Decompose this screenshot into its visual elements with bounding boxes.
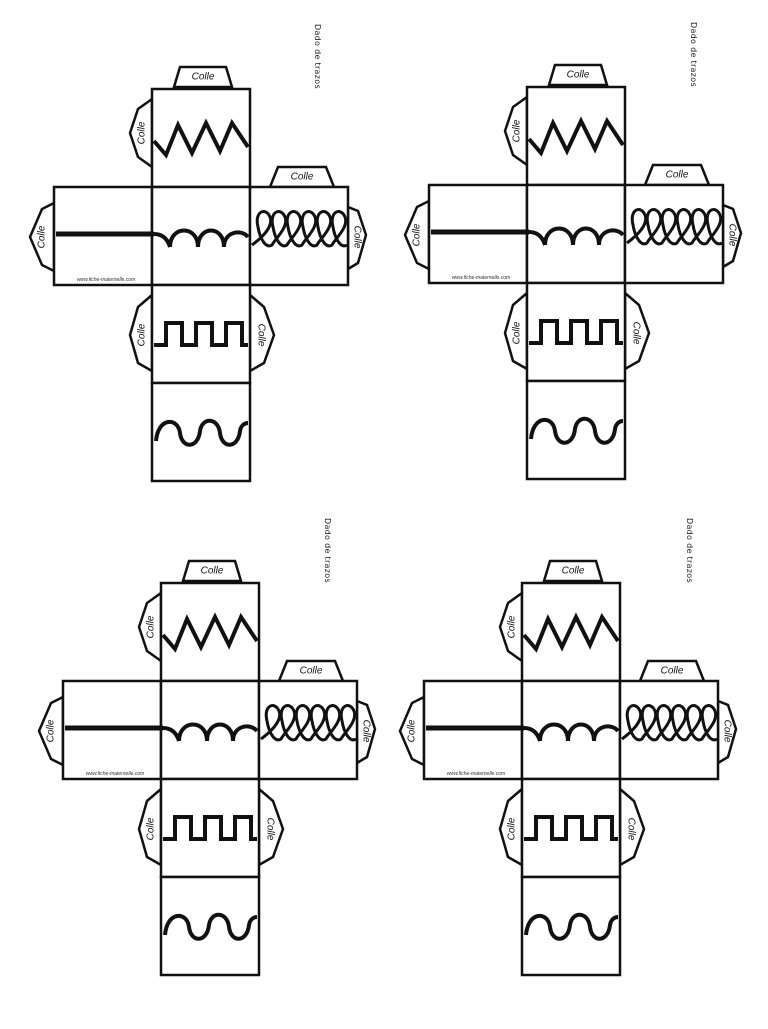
wave-trace <box>524 912 619 941</box>
wave-trace <box>529 416 624 445</box>
arches-trace <box>523 722 620 742</box>
colle-tab-label: Colle <box>255 324 266 347</box>
colle-tab-label: Colle <box>300 666 323 677</box>
colle-tab-label: Colle <box>291 172 314 183</box>
sheet-title: Dado de trazos <box>313 24 322 89</box>
glue-tab <box>547 63 609 87</box>
colle-tab-label: Colle <box>407 719 418 742</box>
colle-tab-label: Colle <box>567 70 590 81</box>
die-face <box>520 777 622 879</box>
colle-tab-label: Colle <box>512 321 523 344</box>
colle-tab-label: Colle <box>137 323 148 346</box>
watermark: www.fiche-maternelle.com <box>86 771 144 777</box>
square-wave-trace <box>163 815 257 841</box>
colle-tab-label: Colle <box>412 223 423 246</box>
die-face <box>248 185 350 287</box>
die-face <box>257 679 359 781</box>
colle-tab-label: Colle <box>146 817 157 840</box>
colle-tab-label: Colle <box>137 121 148 144</box>
loops-trace <box>251 210 348 248</box>
glue-tab <box>181 559 243 583</box>
colle-tab-label: Colle <box>37 225 48 248</box>
die-face <box>623 183 725 285</box>
die-face <box>150 283 252 385</box>
sheet-title: Dado de trazos <box>323 518 332 583</box>
zigzag-trace <box>161 612 259 653</box>
zigzag-trace <box>522 612 620 653</box>
zigzag-trace <box>152 118 250 159</box>
colle-tab-label: Colle <box>721 720 732 743</box>
glue-tab <box>172 65 234 89</box>
arches-trace <box>528 226 625 246</box>
die-face <box>525 281 627 383</box>
loops-trace <box>626 208 723 246</box>
die-face <box>618 679 720 781</box>
colle-tab-label: Colle <box>351 226 362 249</box>
watermark: www.fiche-maternelle.com <box>447 771 505 777</box>
arches-trace <box>162 722 259 742</box>
colle-tab-label: Colle <box>264 818 275 841</box>
colle-tab-label: Colle <box>201 566 224 577</box>
colle-tab-label: Colle <box>726 224 737 247</box>
wave-trace <box>154 418 249 447</box>
watermark: www.fiche-maternelle.com <box>77 277 135 283</box>
colle-tab-label: Colle <box>360 720 371 743</box>
sheet-title: Dado de trazos <box>685 518 694 583</box>
colle-tab-label: Colle <box>512 119 523 142</box>
colle-tab-label: Colle <box>146 615 157 638</box>
square-wave-trace <box>154 321 248 347</box>
wave-trace <box>163 912 258 941</box>
arches-trace <box>153 228 250 248</box>
loops-trace <box>621 704 718 742</box>
colle-tab-label: Colle <box>46 719 57 742</box>
glue-tab <box>542 559 604 583</box>
colle-tab-label: Colle <box>192 72 215 83</box>
sheet-title: Dado de trazos <box>689 22 698 87</box>
loops-trace <box>260 704 357 742</box>
colle-tab-label: Colle <box>661 666 684 677</box>
square-wave-trace <box>529 319 623 345</box>
square-wave-trace <box>524 815 618 841</box>
colle-tab-label: Colle <box>625 818 636 841</box>
colle-tab-label: Colle <box>666 170 689 181</box>
colle-tab-label: Colle <box>562 566 585 577</box>
colle-tab-label: Colle <box>630 322 641 345</box>
colle-tab-label: Colle <box>507 615 518 638</box>
watermark: www.fiche-maternelle.com <box>452 275 510 281</box>
zigzag-trace <box>527 116 625 157</box>
colle-tab-label: Colle <box>507 817 518 840</box>
